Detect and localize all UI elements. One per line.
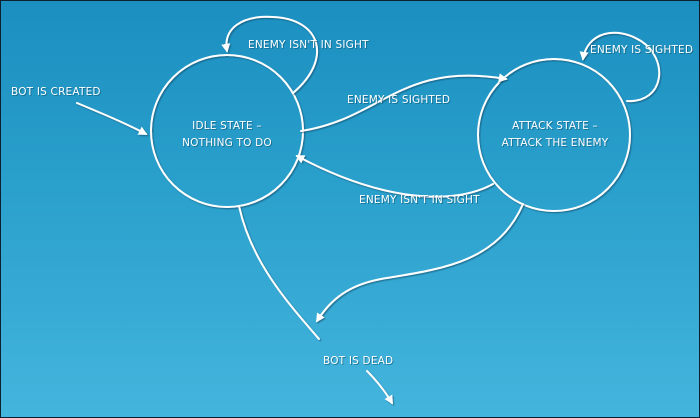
svg-text:ENEMY IS SIGHTED: ENEMY IS SIGHTED — [590, 44, 693, 56]
bot-dead-arrow — [366, 370, 393, 405]
svg-text:NOTHING TO DO: NOTHING TO DO — [183, 138, 273, 150]
label-attack-to-idle: ENEMY ISN'T IN SIGHT ENEMY ISN'T IN SIGH… — [359, 194, 481, 207]
label-attack-self: ENEMY IS SIGHTED ENEMY IS SIGHTED — [590, 44, 694, 57]
svg-text:ENEMY ISN'T IN SIGHT: ENEMY ISN'T IN SIGHT — [360, 195, 481, 207]
svg-text:ENEMY IS SIGHTED: ENEMY IS SIGHTED — [348, 95, 451, 107]
label-idle-to-attack: ENEMY IS SIGHTED ENEMY IS SIGHTED — [347, 94, 451, 107]
svg-text:ENEMY ISN'T IN SIGHT: ENEMY ISN'T IN SIGHT — [249, 40, 370, 52]
svg-text:IDLE STATE –: IDLE STATE – — [192, 120, 262, 132]
svg-text:BOT IS DEAD: BOT IS DEAD — [323, 355, 393, 367]
svg-text:ENEMY IS SIGHTED: ENEMY IS SIGHTED — [591, 45, 694, 57]
svg-text:ATTACK THE ENEMY: ATTACK THE ENEMY — [503, 138, 610, 150]
svg-text:BOT IS CREATED: BOT IS CREATED — [11, 86, 101, 98]
svg-text:ENEMY ISN'T IN SIGHT: ENEMY ISN'T IN SIGHT — [248, 39, 369, 51]
svg-text:NOTHING TO DO: NOTHING TO DO — [182, 137, 272, 149]
idle-state-title: IDLE STATE – IDLE STATE – NOTHING TO DO … — [182, 120, 273, 150]
attack-state-node — [477, 58, 631, 212]
svg-text:ATTACK THE ENEMY: ATTACK THE ENEMY — [502, 137, 609, 149]
svg-text:ATTACK STATE –: ATTACK STATE – — [512, 120, 598, 132]
svg-text:IDLE STATE –: IDLE STATE – — [193, 121, 263, 133]
attack-to-idle-arrow — [295, 155, 494, 198]
svg-text:BOT IS DEAD: BOT IS DEAD — [324, 356, 394, 368]
idle-to-dead-line — [238, 205, 320, 340]
idle-self-loop — [221, 15, 319, 94]
label-idle-self: ENEMY ISN'T IN SIGHT ENEMY ISN'T IN SIGH… — [248, 39, 370, 52]
label-bot-dead: BOT IS DEAD BOT IS DEAD — [323, 355, 394, 368]
attack-to-dead-arrow — [316, 203, 524, 323]
svg-text:ENEMY ISN'T IN SIGHT: ENEMY ISN'T IN SIGHT — [359, 194, 480, 206]
svg-text:BOT IS CREATED: BOT IS CREATED — [12, 87, 102, 99]
svg-text:ENEMY IS SIGHTED: ENEMY IS SIGHTED — [347, 94, 450, 106]
attack-self-loop — [579, 31, 661, 103]
idle-to-attack-arrow — [300, 73, 508, 132]
svg-text:ATTACK STATE –: ATTACK STATE – — [513, 121, 599, 133]
attack-state-title: ATTACK STATE – ATTACK STATE – ATTACK THE… — [502, 120, 610, 150]
bot-created-arrow — [76, 102, 148, 135]
label-bot-created: BOT IS CREATED BOT IS CREATED — [11, 86, 102, 99]
